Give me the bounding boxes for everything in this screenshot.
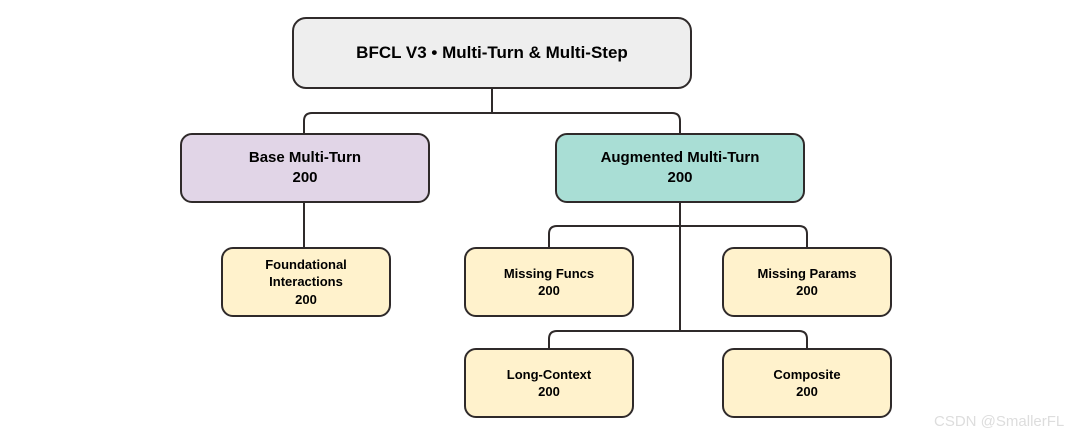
node-composite-count: 200 — [796, 384, 818, 399]
node-long-context-count: 200 — [538, 384, 560, 399]
node-foundational-interactions-count: 200 — [295, 291, 317, 307]
node-root[interactable]: BFCL V3 • Multi-Turn & Multi-Step — [292, 17, 692, 89]
node-augmented-multi-turn[interactable]: Augmented Multi-Turn 200 — [555, 133, 805, 203]
node-base-multi-turn-label: Base Multi-Turn — [248, 149, 362, 167]
edge-augmented-to-long-context — [548, 330, 681, 349]
node-root-label: BFCL V3 • Multi-Turn & Multi-Step — [356, 42, 628, 62]
node-augmented-multi-turn-label: Augmented Multi-Turn — [600, 149, 760, 167]
edge-augmented-to-composite — [679, 330, 808, 349]
node-missing-params[interactable]: Missing Params 200 — [722, 247, 892, 317]
node-base-multi-turn-count: 200 — [292, 169, 318, 186]
node-composite-label: Composite — [773, 366, 841, 382]
node-foundational-interactions-label-line2: Interactions — [269, 274, 343, 290]
edge-root-to-base — [303, 112, 493, 134]
node-long-context[interactable]: Long-Context 200 — [464, 348, 634, 418]
node-base-multi-turn[interactable]: Base Multi-Turn 200 — [180, 133, 430, 203]
node-foundational-interactions[interactable]: Foundational Interactions 200 — [221, 247, 391, 317]
node-foundational-interactions-label-line1: Foundational — [265, 257, 347, 273]
node-long-context-label: Long-Context — [506, 366, 592, 382]
node-missing-params-count: 200 — [796, 283, 818, 298]
node-composite[interactable]: Composite 200 — [722, 348, 892, 418]
node-missing-funcs-count: 200 — [538, 283, 560, 298]
node-augmented-multi-turn-count: 200 — [667, 169, 693, 186]
node-missing-funcs-label: Missing Funcs — [503, 265, 595, 281]
node-missing-funcs[interactable]: Missing Funcs 200 — [464, 247, 634, 317]
edge-root-to-augmented — [491, 112, 681, 134]
edge-augmented-to-missing-funcs — [548, 225, 681, 248]
edge-augmented-to-missing-params — [679, 225, 808, 248]
node-missing-params-label: Missing Params — [757, 265, 857, 281]
watermark: CSDN @SmallerFL — [934, 413, 1065, 430]
